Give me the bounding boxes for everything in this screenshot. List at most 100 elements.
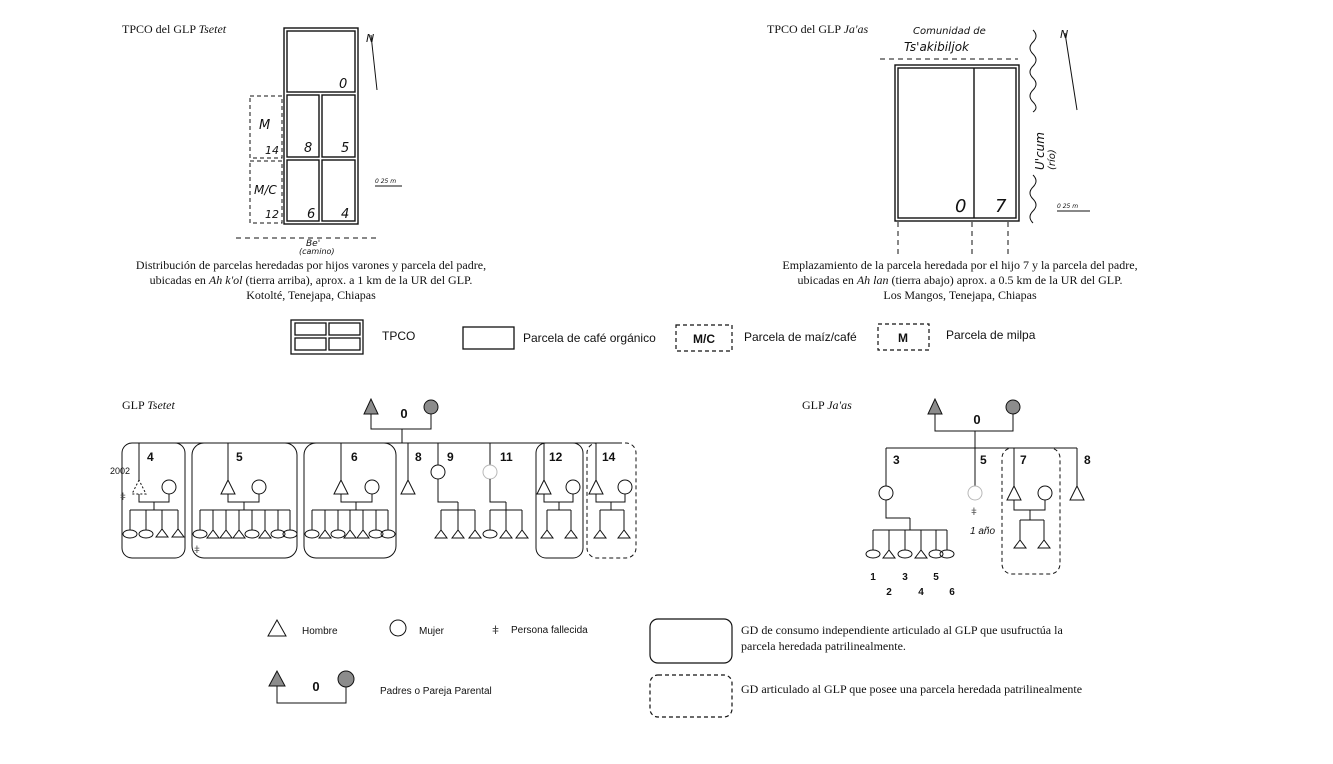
age-note: 1 año	[970, 526, 995, 537]
svg-text:N: N	[366, 32, 374, 45]
female-child-symbol	[380, 529, 396, 539]
female-child-symbol	[330, 529, 346, 539]
father-symbol	[363, 397, 379, 415]
legend-gd-solid-2: parcela heredada patrilinealmente.	[741, 639, 906, 653]
plot-label-6: 6	[307, 207, 315, 222]
child-label-3-jaas: 3	[893, 453, 900, 467]
child-label-9: 9	[447, 450, 454, 464]
gd-dashed-icon	[649, 674, 733, 718]
legend-man: Hombre	[302, 626, 338, 637]
scale-bar-jaas: 0 25 m	[1057, 203, 1090, 212]
svg-text:3: 3	[902, 572, 908, 583]
plot-label-4: 4	[341, 207, 349, 222]
river-line	[1029, 29, 1037, 224]
grandchild-labels: 1 2 3 4 5 6	[870, 572, 955, 598]
deceased-icon: ǂ	[492, 623, 499, 637]
female-child-symbol	[192, 529, 208, 539]
kin-tsetet-child-labels: 4 5 6 8 9 11 12 14	[147, 450, 616, 464]
kin-jaas-child-labels: 3 5 7 8	[893, 453, 1091, 467]
svg-text:1: 1	[870, 572, 876, 583]
tpco-legend-icon	[290, 319, 364, 355]
legend-mc: Parcela de maíz/café	[744, 330, 857, 344]
svg-text:Kotolté, Tenejapa, Chiapas: Kotolté, Tenejapa, Chiapas	[246, 288, 376, 302]
legend-tpco: TPCO	[382, 329, 415, 343]
child-label-5-jaas: 5	[980, 453, 987, 467]
svg-text:4: 4	[918, 587, 924, 598]
access-paths	[897, 222, 1009, 255]
deceased-son-4	[131, 478, 147, 495]
father-symbol	[927, 397, 943, 415]
female-child-symbol	[244, 529, 260, 539]
plot-label-5: 5	[341, 141, 349, 156]
community-label: Comunidad de	[913, 26, 986, 37]
svg-text:Distribución de parcelas hered: Distribución de parcelas heredadas por h…	[136, 258, 486, 272]
male-child-symbol	[258, 529, 272, 539]
svg-text:Emplazamiento de la parcela he: Emplazamiento de la parcela heredada por…	[782, 258, 1137, 272]
legend-m-code: M	[898, 331, 908, 345]
female-child-symbol	[282, 529, 298, 539]
parents-number: 0	[400, 406, 407, 421]
plot-code-mc: M/C	[254, 183, 277, 197]
male-child-symbol	[914, 549, 928, 559]
map-jaas: TPCO del GLP Ja'as Comunidad de Ts'akibi…	[767, 22, 1138, 302]
plot-legend: TPCO Parcela de café orgánico M/C Parcel…	[290, 319, 1036, 355]
female-child-symbol	[865, 549, 881, 559]
svg-text:6: 6	[949, 587, 955, 598]
legend-organic: Parcela de café orgánico	[523, 331, 656, 345]
father-icon	[268, 669, 286, 687]
map-jaas-caption: Emplazamiento de la parcela heredada por…	[782, 258, 1137, 302]
child-label-11: 11	[500, 450, 513, 464]
svg-text:2: 2	[886, 587, 892, 598]
legend-parents-number: 0	[312, 679, 319, 694]
legend-mc-code: M/C	[693, 332, 715, 346]
plot-label-12: 12	[265, 208, 279, 221]
svg-text:ubicadas en Ah lan (tierra aba: ubicadas en Ah lan (tierra abajo) aprox.…	[798, 273, 1123, 287]
svg-text:U'cum: U'cum	[1033, 132, 1047, 170]
death-year: 2002	[110, 466, 130, 476]
svg-text:ubicadas en Ah k'ol (tierra ar: ubicadas en Ah k'ol (tierra arriba), apr…	[150, 273, 473, 287]
woman-icon	[389, 619, 407, 637]
svg-text:(río): (río)	[1046, 149, 1058, 170]
child-label-12: 12	[549, 450, 563, 464]
male-child-symbol	[882, 549, 896, 559]
deceased-icon: ǂ	[194, 545, 200, 556]
road-sublabel: (camino)	[299, 247, 335, 256]
child-label-5: 5	[236, 450, 243, 464]
male-child-symbol	[356, 529, 370, 539]
m-legend-icon	[877, 323, 930, 351]
child-label-4: 4	[147, 450, 154, 464]
parents-number-jaas: 0	[973, 412, 980, 427]
plot-code-m: M	[259, 118, 270, 133]
deceased-icon: ǂ	[971, 507, 977, 518]
female-child-symbol	[270, 529, 286, 539]
plot-label-7-jaas: 7	[995, 196, 1007, 217]
female-child-symbol	[928, 549, 944, 559]
kin-tsetet: GLP Tsetet 0	[110, 397, 637, 559]
plot-label-14: 14	[265, 144, 279, 157]
road-label: Be'	[306, 239, 320, 249]
female-child-symbol	[897, 549, 913, 559]
male-child-symbol	[318, 529, 332, 539]
male-child-symbol	[219, 529, 233, 539]
svg-text:N: N	[1060, 28, 1068, 41]
man-icon	[267, 618, 287, 637]
community-name: Ts'akibiljok	[904, 40, 970, 54]
dashed-plots	[249, 95, 283, 224]
kin-tsetet-title: GLP Tsetet	[122, 398, 175, 412]
child-label-8-jaas: 8	[1084, 453, 1091, 467]
child-label-7-jaas: 7	[1020, 453, 1027, 467]
mother-symbol	[423, 399, 439, 415]
tpco-block	[283, 27, 359, 225]
child-label-8: 8	[415, 450, 422, 464]
legend-woman: Mujer	[419, 626, 445, 637]
female-child-symbol	[939, 549, 955, 559]
male-child-symbol	[343, 529, 357, 539]
scale-bar: 0 25 m	[375, 178, 402, 187]
female-child-symbol	[368, 529, 384, 539]
plot-labels: 0 8 5 6 4 M 14 M/C 12	[254, 77, 349, 222]
child-label-6: 6	[351, 450, 358, 464]
river-label: U'cum (río)	[1033, 132, 1058, 170]
svg-text:0 25 m: 0 25 m	[1057, 203, 1078, 210]
map-jaas-title: TPCO del GLP Ja'as	[767, 22, 868, 36]
mc-legend-icon	[675, 324, 733, 352]
